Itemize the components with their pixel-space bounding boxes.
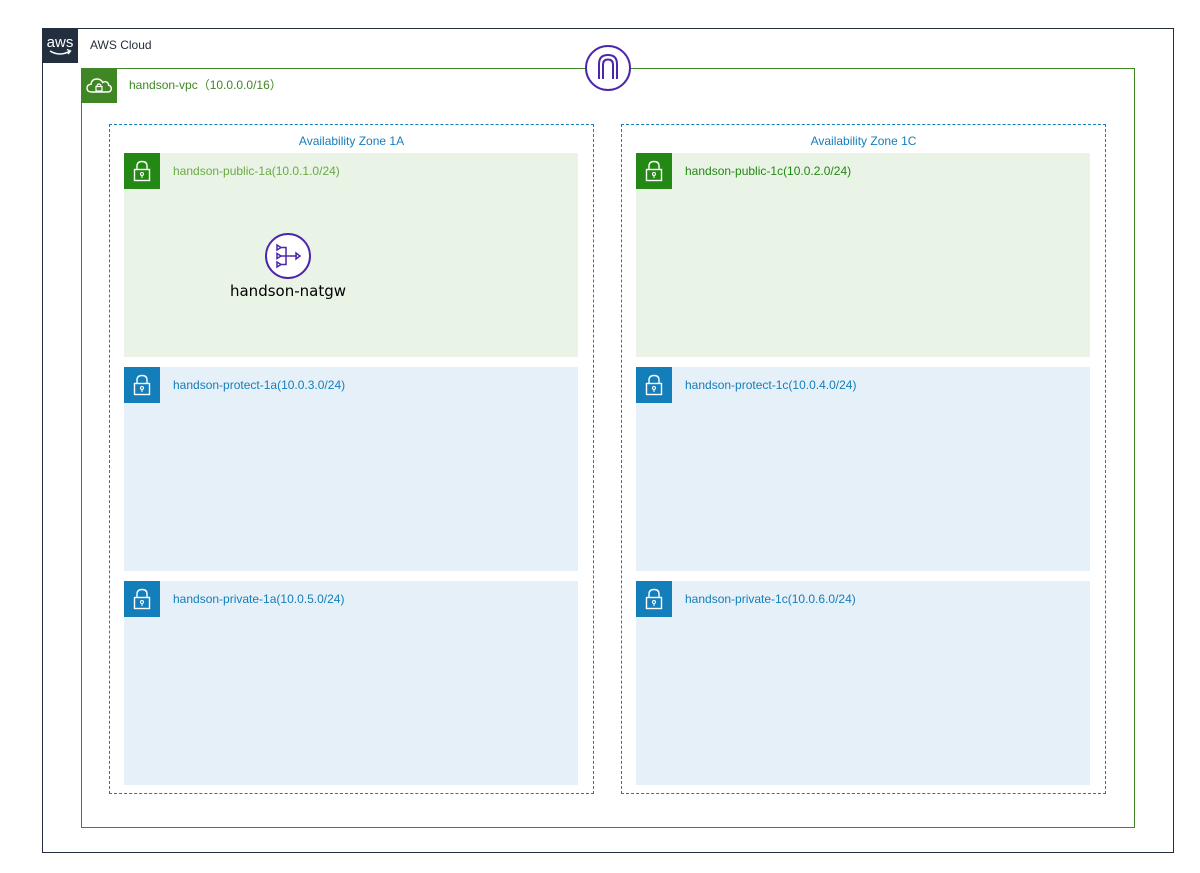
nat-gateway-label: handson-natgw bbox=[229, 282, 346, 300]
aws-logo-text: aws bbox=[47, 34, 74, 51]
internet-gateway-icon bbox=[584, 44, 632, 92]
subnet-private-1c: handson-private-1c(10.0.6.0/24) bbox=[636, 581, 1090, 785]
subnet-private-1a: handson-private-1a(10.0.5.0/24) bbox=[124, 581, 578, 785]
aws-cloud-group bbox=[42, 28, 1174, 853]
subnet-public-1c-label: handson-public-1c(10.0.2.0/24) bbox=[685, 164, 852, 178]
subnet-private-1a-label: handson-private-1a(10.0.5.0/24) bbox=[173, 592, 345, 606]
nat-gateway-icon bbox=[264, 232, 312, 280]
aws-cloud-label: AWS Cloud bbox=[90, 38, 152, 52]
subnet-public-1a: handson-public-1a(10.0.1.0/24) bbox=[124, 153, 578, 357]
subnet-public-1a-label: handson-public-1a(10.0.1.0/24) bbox=[173, 164, 340, 178]
lock-icon bbox=[636, 581, 672, 617]
subnet-protect-1c-label: handson-protect-1c(10.0.4.0/24) bbox=[685, 378, 857, 392]
subnet-protect-1a-label: handson-protect-1a(10.0.3.0/24) bbox=[173, 378, 346, 392]
subnet-public-1c: handson-public-1c(10.0.2.0/24) bbox=[636, 153, 1090, 357]
lock-icon bbox=[124, 153, 160, 189]
availability-zone-1c bbox=[621, 124, 1106, 794]
availability-zone-1c-label: Availability Zone 1C bbox=[810, 134, 917, 148]
lock-icon bbox=[636, 367, 672, 403]
lock-icon bbox=[124, 581, 160, 617]
aws-logo-icon: aws bbox=[42, 28, 78, 63]
availability-zone-1a-label: Availability Zone 1A bbox=[298, 134, 405, 148]
subnet-private-1c-label: handson-private-1c(10.0.6.0/24) bbox=[685, 592, 856, 606]
lock-icon bbox=[636, 153, 672, 189]
lock-icon bbox=[124, 367, 160, 403]
availability-zone-1a bbox=[109, 124, 594, 794]
vpc-label: handson-vpc（10.0.0.0/16） bbox=[129, 78, 282, 92]
vpc-cloud-icon bbox=[81, 68, 117, 103]
subnet-protect-1a: handson-protect-1a(10.0.3.0/24) bbox=[124, 367, 578, 571]
subnet-protect-1c: handson-protect-1c(10.0.4.0/24) bbox=[636, 367, 1090, 571]
